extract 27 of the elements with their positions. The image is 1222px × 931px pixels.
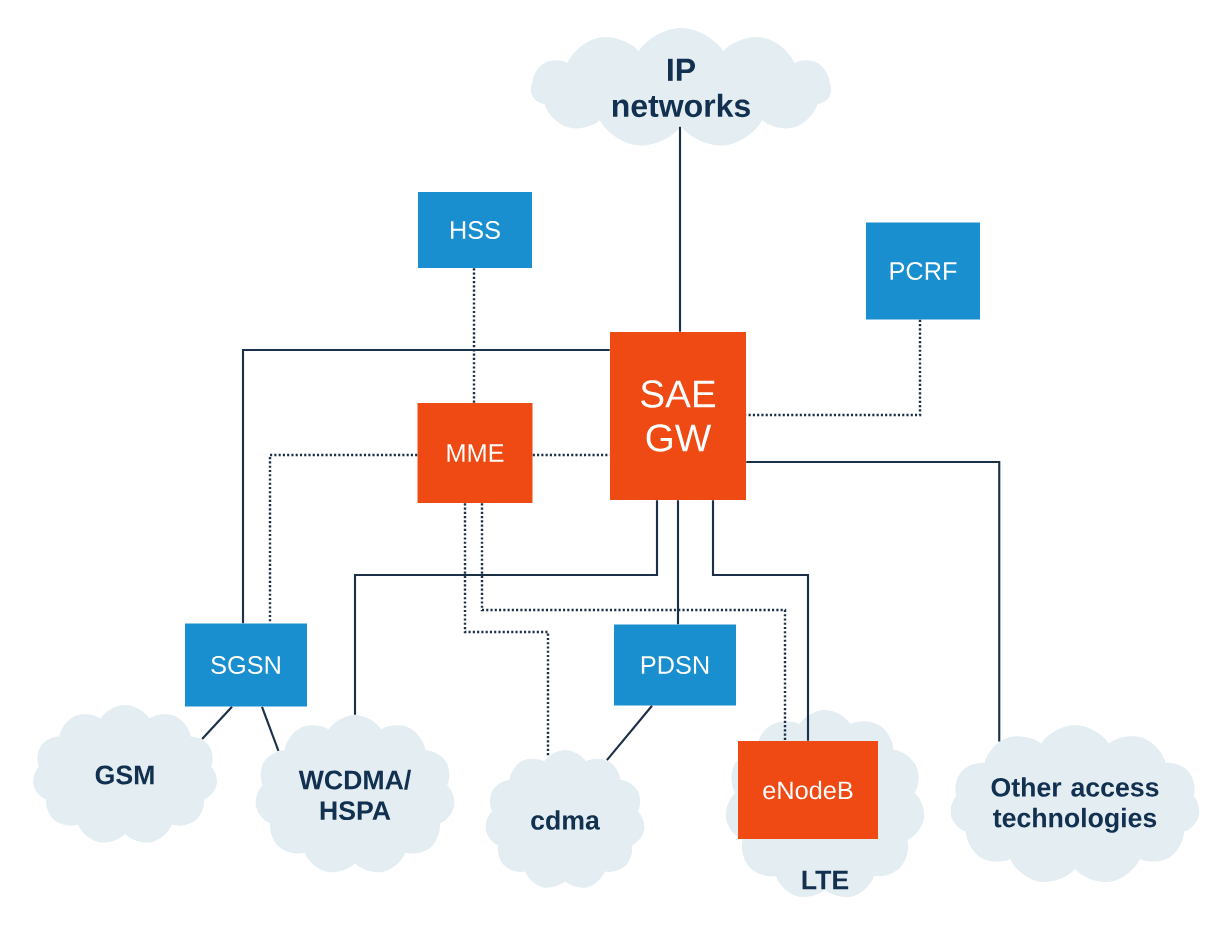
network-box: MME [417, 403, 533, 503]
cloud: IP networks [530, 28, 832, 146]
cloud: cdma [485, 750, 645, 888]
connector-line [746, 460, 1001, 742]
network-box: PDSN [614, 624, 736, 706]
dotted-connector [480, 503, 787, 741]
network-box: PCRF [866, 222, 980, 320]
connector-line [261, 706, 280, 752]
connector-line [711, 500, 810, 741]
connector-line [606, 705, 653, 761]
cloud: WCDMA/ HSPA [255, 715, 455, 873]
connector-line [676, 500, 680, 625]
network-box: SAE GW [610, 332, 746, 500]
cloud: Other access technologies [950, 725, 1200, 883]
network-box: HSS [418, 192, 532, 268]
dotted-connector [532, 453, 610, 457]
dotted-connector [746, 319, 922, 417]
dotted-connector [268, 453, 418, 624]
connector-line [201, 706, 233, 740]
connector-line [241, 348, 610, 624]
cloud: GSM [33, 705, 217, 843]
connector-line [678, 126, 682, 332]
dotted-connector [463, 503, 550, 757]
dotted-connector [472, 268, 476, 403]
network-box: eNodeB [738, 741, 878, 839]
network-box: SGSN [185, 623, 307, 707]
connector-line [353, 500, 659, 715]
